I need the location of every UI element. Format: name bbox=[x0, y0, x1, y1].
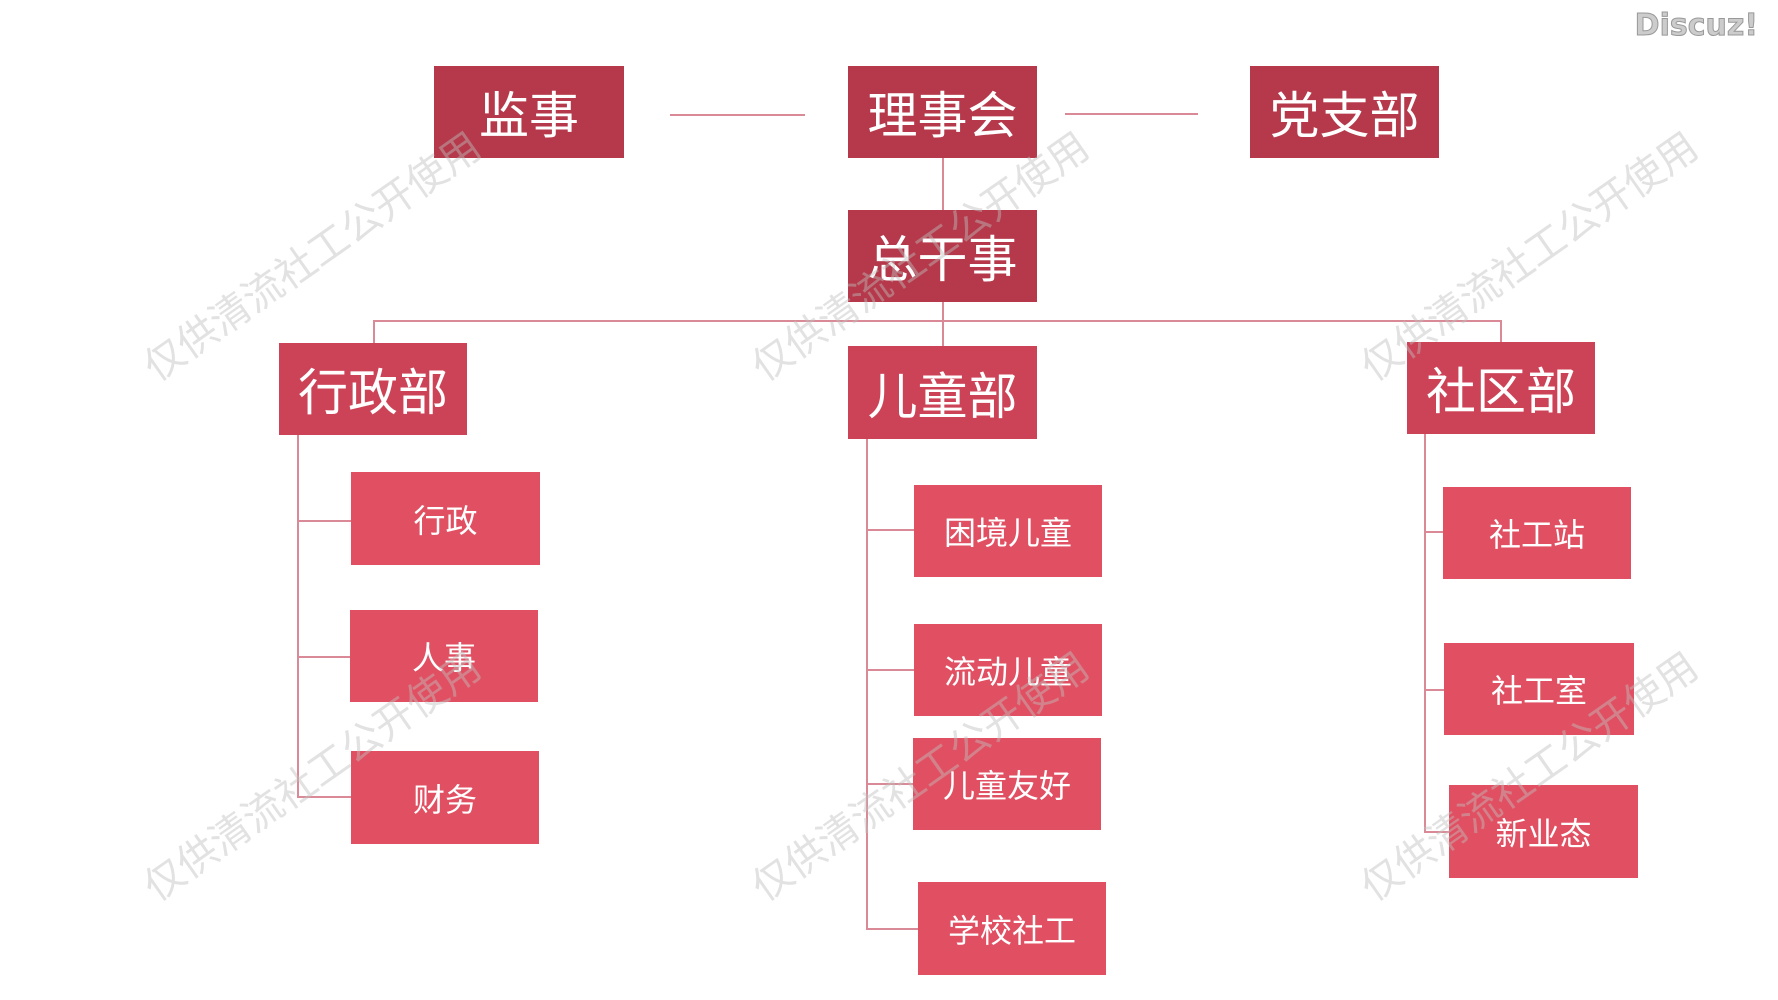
unit-box: 儿童友好 bbox=[913, 738, 1101, 830]
connector-line bbox=[297, 656, 350, 658]
connector-line bbox=[297, 796, 351, 798]
unit-box: 学校社工 bbox=[918, 882, 1106, 975]
connector-line bbox=[1065, 113, 1198, 115]
unit-box: 流动儿童 bbox=[914, 624, 1102, 716]
connector-line bbox=[866, 669, 914, 671]
dept-admin-box: 行政部 bbox=[279, 343, 467, 435]
unit-box: 行政 bbox=[351, 472, 540, 565]
connector-line bbox=[866, 439, 868, 929]
connector-line bbox=[866, 928, 918, 930]
connector-line bbox=[866, 783, 913, 785]
party-branch-box: 党支部 bbox=[1250, 66, 1439, 158]
supervisor-box: 监事 bbox=[434, 66, 624, 158]
unit-box: 困境儿童 bbox=[914, 485, 1102, 577]
unit-box: 财务 bbox=[351, 751, 539, 844]
connector-line bbox=[670, 114, 805, 116]
connector-line bbox=[297, 435, 299, 797]
connector-line bbox=[1424, 531, 1443, 533]
unit-box: 新业态 bbox=[1449, 785, 1638, 878]
dept-community-box: 社区部 bbox=[1407, 342, 1595, 434]
secretary-general-box: 总干事 bbox=[848, 210, 1037, 302]
connector-line bbox=[1424, 689, 1444, 691]
connector-line bbox=[1424, 434, 1426, 832]
discuz-logo: Discuz! bbox=[1634, 8, 1758, 44]
unit-box: 社工室 bbox=[1444, 643, 1634, 735]
connector-line bbox=[942, 158, 944, 210]
connector-line bbox=[373, 320, 1502, 322]
dept-children-box: 儿童部 bbox=[848, 346, 1037, 439]
connector-line bbox=[1500, 320, 1502, 342]
connector-line bbox=[1424, 831, 1449, 833]
board-box: 理事会 bbox=[848, 66, 1037, 158]
connector-line bbox=[866, 529, 914, 531]
connector-line bbox=[942, 302, 944, 346]
connector-line bbox=[373, 320, 375, 343]
unit-box: 社工站 bbox=[1443, 487, 1631, 579]
connector-line bbox=[297, 520, 352, 522]
unit-box: 人事 bbox=[350, 610, 538, 702]
